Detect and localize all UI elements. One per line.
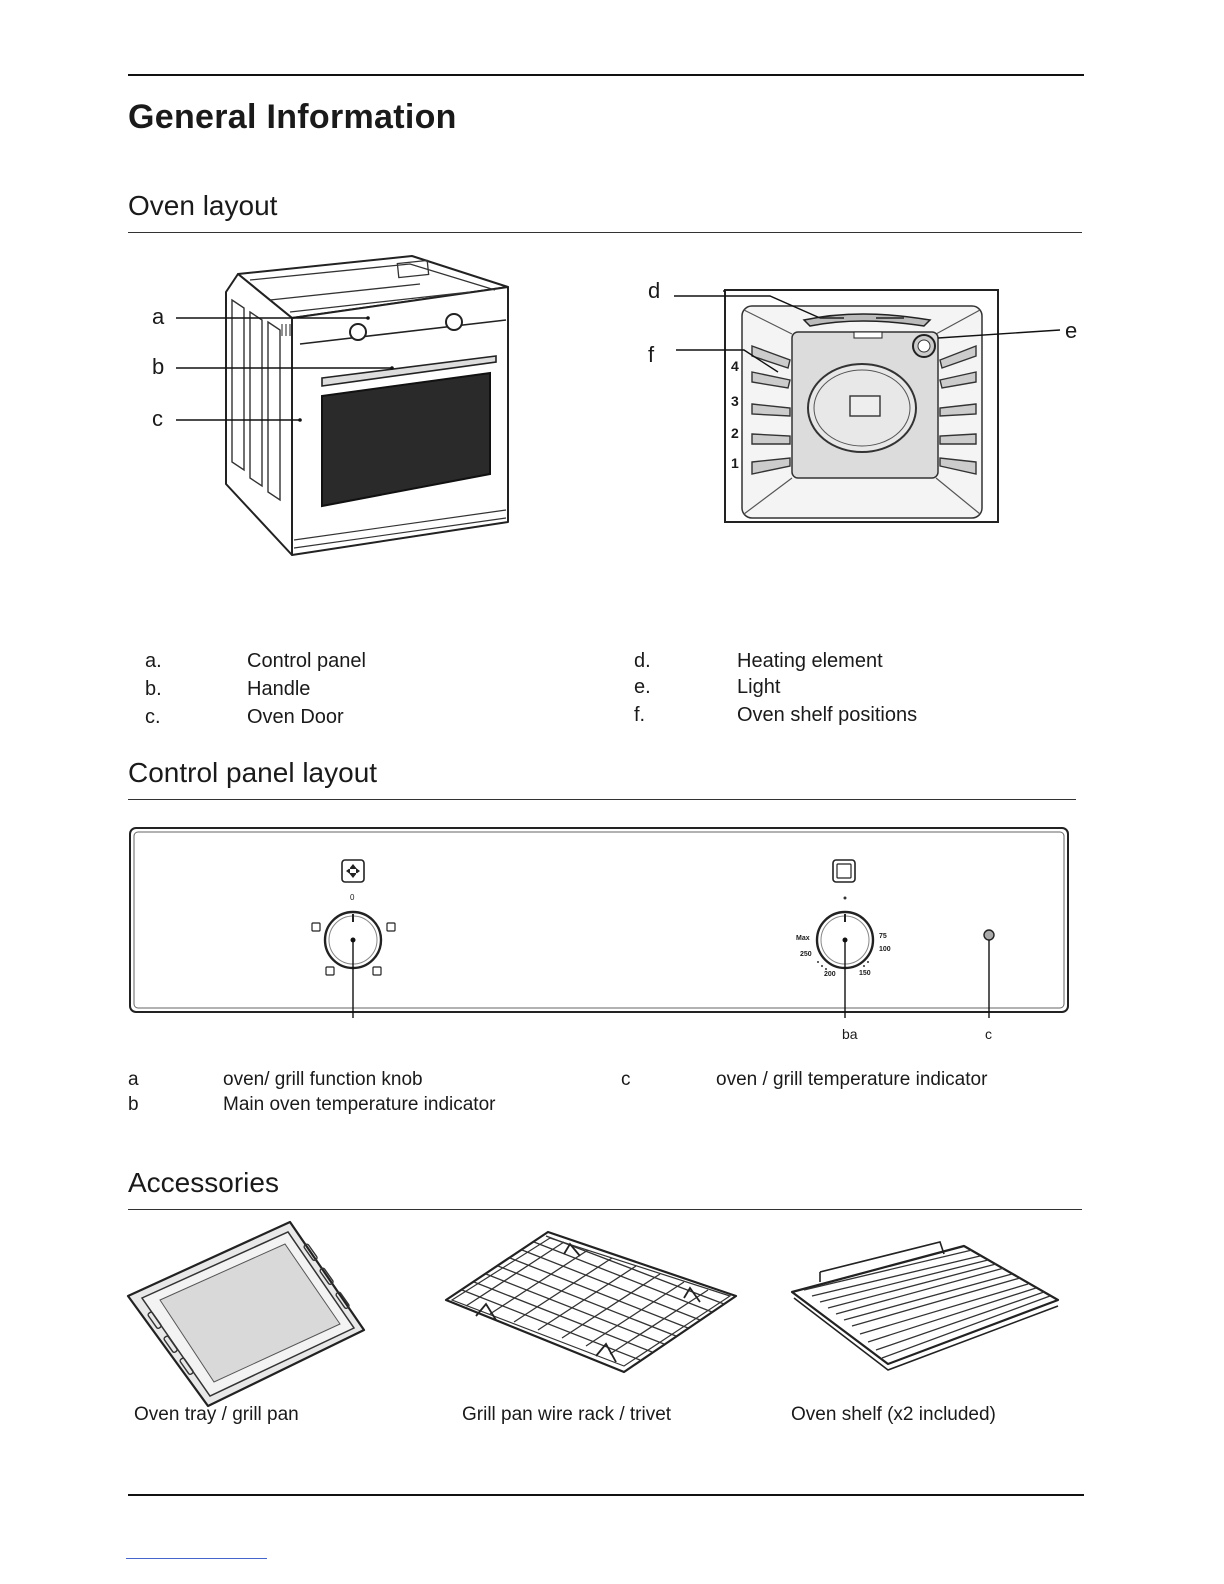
top-rule: [128, 74, 1084, 76]
footer-link-underline: [126, 1558, 267, 1559]
legend-key-d: d.: [634, 650, 651, 672]
accessory-label-shelf: Oven shelf (x2 included): [791, 1404, 996, 1425]
bottom-rule: [128, 1494, 1084, 1496]
legend-key-b: b.: [145, 678, 162, 700]
panel-legend-label-b: Main oven temperature indicator: [223, 1094, 496, 1115]
legend-key-f: f.: [634, 704, 646, 726]
legend-label-d: Heating element: [737, 650, 883, 672]
callout-ba: ba: [842, 1026, 858, 1042]
panel-legend-label-c: oven / grill temperature indicator: [716, 1069, 988, 1090]
oven-layout-rule: [128, 232, 1082, 233]
temp-label-250: 250: [800, 951, 812, 958]
callout-c: c: [152, 406, 163, 431]
legend-label-c: Oven Door: [247, 706, 344, 728]
shelf-number-1: 1: [731, 455, 739, 471]
callout-b: b: [152, 354, 165, 379]
callout-d: d: [648, 278, 661, 303]
legend-key-a: a.: [145, 650, 162, 672]
temp-label-200: 200: [824, 971, 836, 978]
page-title: General Information: [128, 98, 457, 136]
panel-legend-key-a: a: [128, 1069, 139, 1090]
oven-interior-illustration: [674, 289, 1061, 523]
accessory-label-rack: Grill pan wire rack / trivet: [462, 1404, 672, 1425]
legend-label-e: Light: [737, 676, 781, 698]
callout-a: a: [152, 304, 165, 329]
temp-label-100: 100: [879, 946, 891, 953]
legend-key-c: c.: [145, 706, 161, 728]
temp-label-75: 75: [879, 933, 887, 940]
callout-e: e: [1065, 318, 1078, 343]
oven-exterior-illustration: [176, 255, 509, 556]
panel-legend-label-a: oven/ grill function knob: [223, 1069, 423, 1090]
control-panel-rule: [128, 799, 1076, 800]
callout-f: f: [648, 342, 655, 367]
shelf-number-4: 4: [731, 358, 739, 374]
oven-layout-heading: Oven layout: [128, 190, 278, 221]
temp-label-150: 150: [859, 970, 871, 977]
panel-legend-key-b: b: [128, 1094, 139, 1115]
dial-zero-label: 0: [350, 893, 355, 902]
accessory-label-tray: Oven tray / grill pan: [134, 1404, 299, 1425]
legend-label-f: Oven shelf positions: [737, 704, 918, 726]
shelf-number-3: 3: [731, 393, 739, 409]
callout-c-panel: c: [985, 1026, 992, 1042]
legend-label-b: Handle: [247, 678, 311, 700]
shelf-number-2: 2: [731, 425, 739, 441]
accessories-rule: [128, 1209, 1082, 1210]
control-panel-heading: Control panel layout: [128, 757, 378, 788]
accessories-heading: Accessories: [128, 1167, 279, 1198]
legend-label-a: Control panel: [247, 650, 366, 672]
legend-key-e: e.: [634, 676, 651, 698]
panel-legend-key-c: c: [621, 1069, 631, 1090]
temp-label-max: Max: [796, 935, 810, 942]
